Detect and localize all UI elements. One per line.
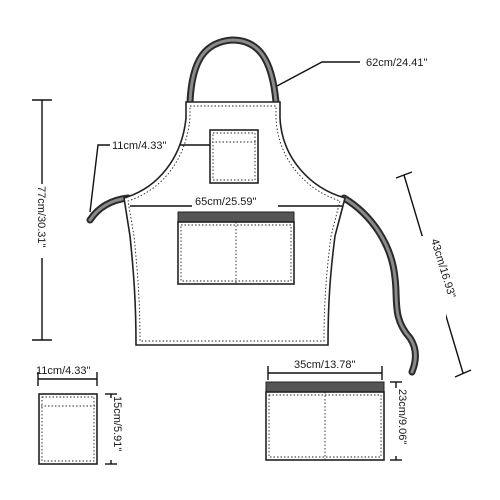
neck-strap-dimension: 62cm/24.41" [276,57,427,87]
large-pocket-detail: 35cm/13.78" 23cm/9.06" [265,358,408,461]
front-pocket [177,211,295,285]
tie-length-dimension: 43cm/16.93" [395,171,472,378]
neck-strap-label: 62cm/24.41" [366,57,427,69]
small-pocket-width-label: 11cm/4.33" [36,365,91,377]
waist-width-dimension: 65cm/25.59" [130,196,342,208]
total-length-dimension: 77cm/30.31" [32,99,52,341]
waist-width-label: 65cm/25.59" [195,196,256,208]
large-pocket-width-label: 35cm/13.78" [294,359,355,371]
left-waist-tie [86,194,132,224]
chest-pocket-width-label: 11cm/4.33" [112,140,167,152]
small-pocket-height-label: 15cm/5.91" [111,396,123,451]
chest-pocket-dimension: 11cm/4.33" [89,140,210,213]
large-pocket-height-label: 23cm/9.06" [396,389,408,444]
neck-strap [186,36,280,106]
small-pocket-detail: 11cm/4.33" 15cm/5.91" [36,365,123,465]
chest-pocket [209,129,259,184]
right-waist-tie [340,194,419,376]
total-length-label: 77cm/30.31" [35,186,47,247]
